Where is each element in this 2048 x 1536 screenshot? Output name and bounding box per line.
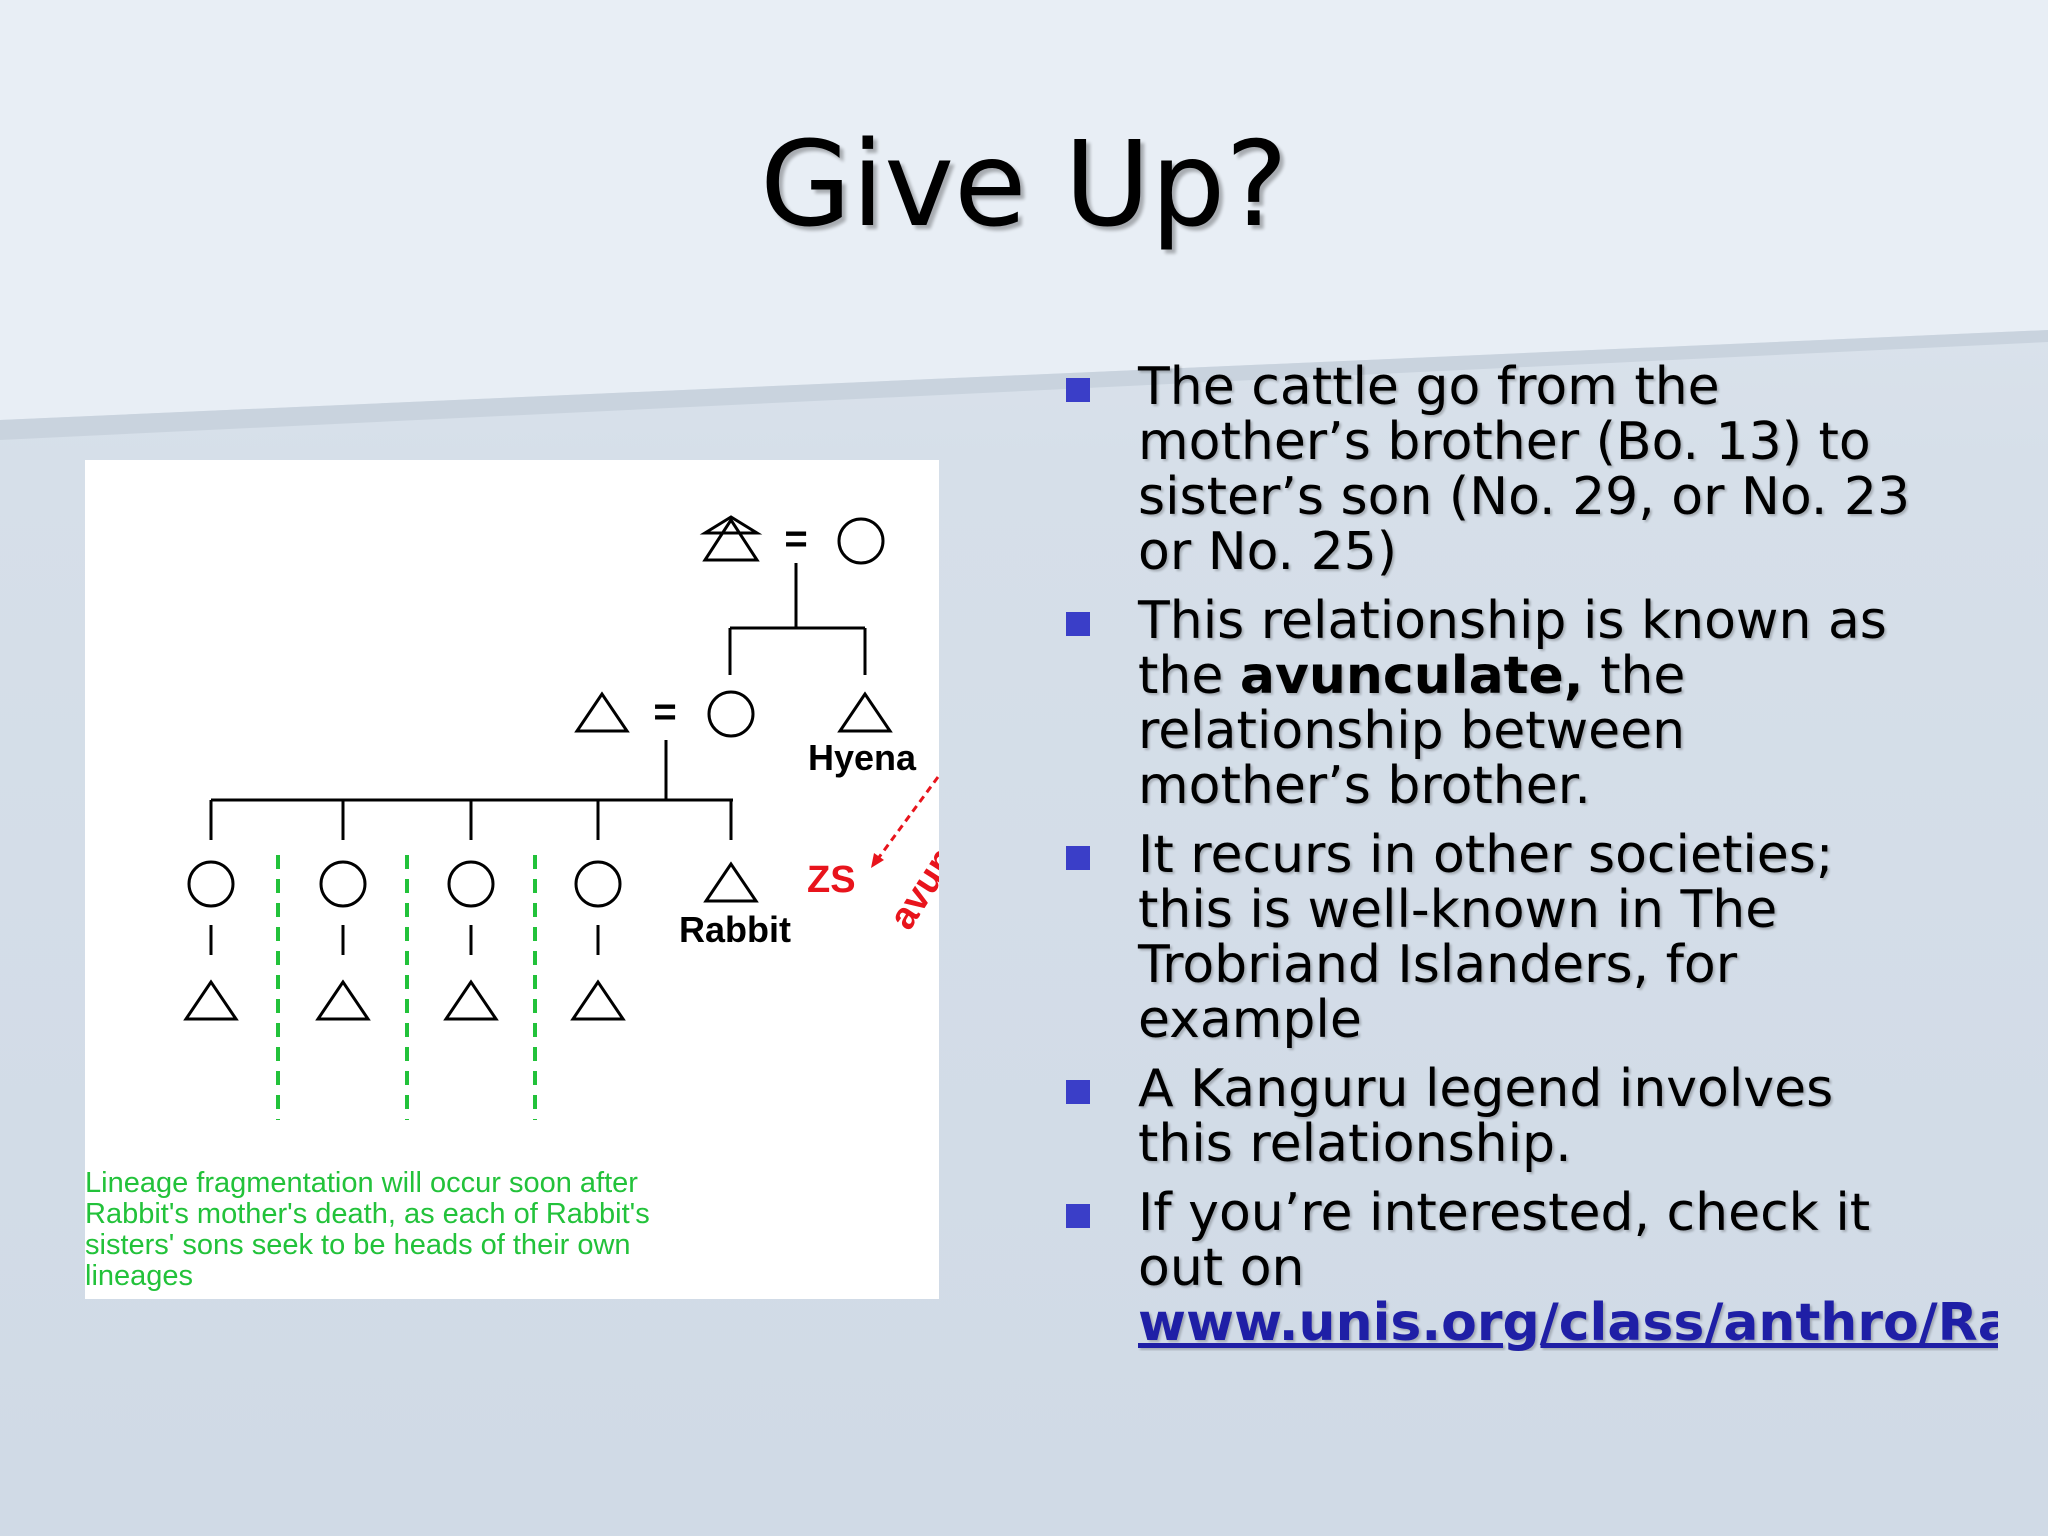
bullet-text-5-start: If you’re interested, check it out on (1138, 1183, 1871, 1298)
bullet-text-1: The cattle go from the mother’s brother … (1138, 357, 1911, 582)
square-bullet-icon (1066, 612, 1090, 636)
slide-title: Give Up? (759, 115, 1289, 253)
kinship-diagram: = = Hyena Rabbit MB ZS avunculate Lineag… (85, 460, 939, 1299)
bullet-item-4: A Kanguru legend involves this relations… (1062, 1062, 1932, 1172)
background-swoosh (0, 0, 2048, 440)
zs-label: ZS (807, 859, 856, 901)
son-triangle-2 (315, 979, 371, 1021)
square-bullet-icon (1066, 846, 1090, 870)
bullet-item-1: The cattle go from the mother’s brother … (1062, 360, 1932, 580)
bullet-text-2-end: the relationship between mother’s brothe… (1138, 646, 1686, 816)
rabbit-triangle (703, 861, 759, 903)
avunculate-term: avunculate, (1239, 646, 1584, 706)
grandmother-circle (837, 517, 885, 565)
hyena-triangle (837, 691, 893, 733)
bullet-item-5: If you’re interested, check it out on ww… (1062, 1183, 1998, 1351)
square-bullet-icon (1066, 1080, 1090, 1104)
bullet-text-2: This relationship is known as the avuncu… (1138, 594, 1932, 814)
sister-circle-3 (447, 860, 495, 908)
sister-circle-4 (574, 860, 622, 908)
square-bullet-icon (1066, 378, 1090, 402)
grandfather-symbol (699, 515, 763, 535)
rabbit-label: Rabbit (679, 909, 791, 950)
avunculate-arrow (875, 773, 939, 861)
bullet-text-2-start: This relationship is known as the (1138, 591, 1887, 706)
bullet-list: The cattle go from the mother’s brother … (1062, 360, 1998, 1365)
hyena-label: Hyena (808, 737, 917, 778)
marriage-sign-top: = (784, 517, 807, 561)
mother-circle (707, 690, 755, 738)
bullet-text-3: It recurs in other societies; this is we… (1138, 825, 1834, 1050)
sister-circle-2 (319, 860, 367, 908)
bullet-item-3: It recurs in other societies; this is we… (1062, 828, 1932, 1048)
diagram-caption: Lineage fragmentation will occur soon af… (85, 1167, 650, 1292)
son-triangle-3 (443, 979, 499, 1021)
arrow-head-bottom (871, 853, 884, 868)
marriage-sign-middle: = (653, 690, 676, 734)
son-triangle-1 (183, 979, 239, 1021)
father-triangle (574, 691, 630, 733)
sister-circle-1 (187, 860, 235, 908)
bullet-text-5: If you’re interested, check it out on ww… (1138, 1183, 1998, 1351)
grandfather-triangle (702, 517, 760, 562)
rabbit-legend-link[interactable]: www.unis.org/class/anthro/Rabbit (1138, 1296, 1998, 1351)
bullet-text-4: A Kanguru legend involves this relations… (1138, 1059, 1834, 1174)
bullet-item-2: This relationship is known as the avuncu… (1062, 594, 1932, 814)
son-triangle-4 (570, 979, 626, 1021)
square-bullet-icon (1066, 1204, 1090, 1228)
